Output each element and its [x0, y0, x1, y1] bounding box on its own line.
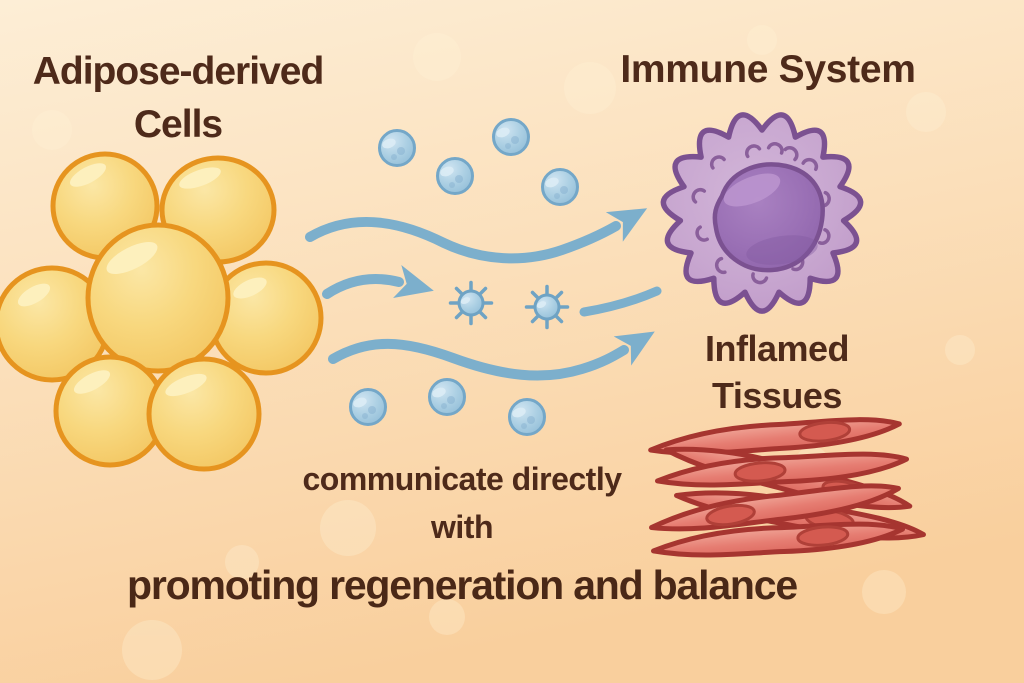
vesicle-icon — [349, 388, 387, 426]
immune-cell-icon — [660, 112, 864, 314]
adipose-cells-label-line2: Cells — [133, 102, 223, 146]
granule-crescent — [691, 187, 707, 204]
immune-cell-nucleus — [712, 162, 825, 273]
flow-swoosh-icon — [579, 286, 662, 317]
communicate-label-line2: with — [431, 509, 493, 545]
vesicle-icon — [428, 378, 466, 416]
tissue-fiber — [649, 411, 900, 463]
granule-crescent — [817, 228, 831, 245]
cytokine-particle-icon — [524, 284, 570, 330]
tissue-fiber — [649, 475, 900, 540]
adipose-cells-label: Adipose-derived Cells — [8, 46, 348, 151]
cytokine-particle-icon — [448, 280, 494, 326]
flow-arrow-icon — [322, 265, 434, 299]
vesicle-icon — [436, 157, 474, 195]
vesicle-icon — [508, 398, 546, 436]
adipose-cell — [53, 354, 167, 468]
flow-arrow-icon — [305, 208, 648, 264]
granule-crescent — [766, 142, 784, 155]
flow-arrow-icon — [328, 331, 655, 381]
immune-system-label: Immune System — [620, 48, 916, 91]
granule-crescent — [714, 256, 727, 275]
vesicle-icon — [378, 129, 416, 167]
vesicle-icon — [492, 118, 530, 156]
background-glow-blobs — [32, 25, 975, 680]
inflamed-tissue-icon — [649, 411, 925, 564]
communicate-label: communicate directly with — [272, 455, 652, 551]
vesicle-icon — [541, 168, 579, 206]
granule-crescent — [751, 272, 769, 285]
tissue-fiber — [656, 446, 907, 494]
communicate-label-line1: communicate directly — [302, 461, 623, 497]
adipose-cells-label-line1: Adipose-derived — [32, 50, 325, 93]
granule-crescent — [745, 144, 762, 159]
granule-crescent — [695, 225, 709, 242]
inflamed-tissues-label: Inflamed Tissues — [692, 326, 862, 420]
adipose-cell — [146, 356, 262, 472]
inflamed-tissues-label-line1: Inflamed — [704, 328, 850, 369]
inflamed-tissues-label-line2: Tissues — [712, 374, 842, 416]
adipose-cell-cluster-icon — [0, 151, 324, 472]
granule-crescent — [783, 146, 799, 162]
tissue-fiber — [652, 516, 903, 564]
caption-text: promoting regeneration and balance — [127, 562, 798, 608]
granule-crescent — [801, 157, 819, 172]
adipose-cell — [85, 222, 231, 374]
granule-crescent — [709, 155, 726, 170]
secretion-arrows — [305, 208, 662, 381]
